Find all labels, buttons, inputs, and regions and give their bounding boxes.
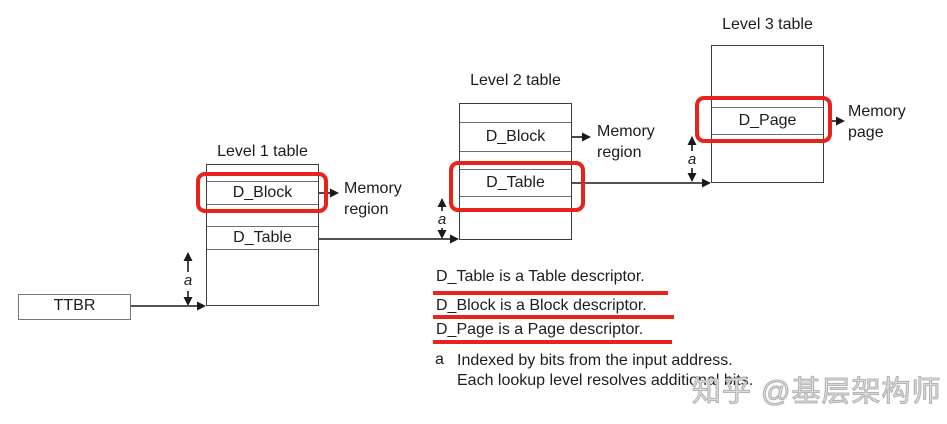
level3-table: D_Page <box>711 45 824 183</box>
memory-page-line2: page <box>848 124 884 141</box>
arrowhead-right-icon <box>197 301 206 311</box>
arrowhead-right-icon <box>330 188 339 198</box>
level2-dtable-row: D_Table <box>486 174 545 191</box>
index-label-level1: a <box>180 272 196 289</box>
level1-dtable-row: D_Table <box>233 229 292 246</box>
row-line <box>712 134 823 135</box>
ttbr-to-level1-arrow <box>131 301 206 311</box>
note-dtable-descriptor: D_Table is a Table descriptor. <box>436 268 645 285</box>
index-note: Indexed by bits from the input address. … <box>457 351 753 390</box>
level1-dblock-row: D_Block <box>232 184 293 201</box>
level3-dpage-row: D_Page <box>738 112 797 129</box>
row-line <box>460 122 571 123</box>
arrowhead-down-icon <box>183 297 193 306</box>
arrowhead-down-icon <box>437 230 447 239</box>
level2-dblock-row: D_Block <box>485 128 546 145</box>
level2-table-title: Level 2 table <box>470 72 561 89</box>
arrowhead-right-icon <box>836 116 845 126</box>
level1-table: D_Block D_Table <box>206 164 319 306</box>
arrowhead-down-icon <box>687 173 697 182</box>
red-underline <box>433 340 672 344</box>
ttbr-label: TTBR <box>53 297 96 314</box>
level3-table-title: Level 3 table <box>722 16 813 33</box>
red-underline <box>433 315 674 319</box>
index-label-level2: a <box>434 211 450 228</box>
arrowhead-right-icon <box>582 132 591 142</box>
row-line <box>460 169 571 170</box>
highlight-level1-dblock <box>196 172 328 213</box>
index-note-line2: Each lookup level resolves additional bi… <box>457 371 754 389</box>
note-dpage-descriptor: D_Page is a Page descriptor. <box>436 321 644 338</box>
level2-dtable-to-level3-arrow <box>572 178 711 188</box>
row-line <box>207 181 318 182</box>
red-underline <box>433 291 668 295</box>
level1-table-title: Level 1 table <box>217 143 308 160</box>
index-note-line1: Indexed by bits from the input address. <box>457 352 733 369</box>
level1-dtable-to-level2-arrow <box>319 234 459 244</box>
arrowhead-up-icon <box>437 198 447 207</box>
note-dblock-descriptor: D_Block is a Block descriptor. <box>436 297 647 314</box>
row-line <box>460 196 571 197</box>
row-line <box>207 249 318 250</box>
ttbr-box: TTBR <box>18 294 131 320</box>
row-line <box>207 226 318 227</box>
row-line <box>712 107 823 108</box>
highlight-level3-dpage <box>695 96 832 143</box>
highlight-level2-dtable <box>449 161 585 212</box>
arrowhead-right-icon <box>450 234 459 244</box>
memory-region-line1: Memory <box>344 180 402 197</box>
arrowhead-up-icon <box>183 252 193 261</box>
arrowhead-right-icon <box>702 178 711 188</box>
index-label-level3: a <box>684 151 700 168</box>
watermark: 知乎 @基层架构师 <box>691 375 942 408</box>
level3-dpage-to-memory-arrow <box>832 116 845 126</box>
memory-region-line2: region <box>344 201 389 218</box>
memory-region-line2: region <box>597 144 642 161</box>
memory-region-label-level2: Memory region <box>597 121 655 163</box>
level2-table: D_Block D_Table <box>459 103 572 240</box>
memory-region-label-level1: Memory region <box>344 178 402 220</box>
row-line <box>207 204 318 205</box>
row-line <box>460 151 571 152</box>
index-note-key: a <box>435 351 444 368</box>
memory-region-line1: Memory <box>597 123 655 140</box>
memory-page-label-level3: Memory page <box>848 101 906 143</box>
level2-dblock-to-memory-arrow <box>572 132 591 142</box>
memory-page-line1: Memory <box>848 103 906 120</box>
